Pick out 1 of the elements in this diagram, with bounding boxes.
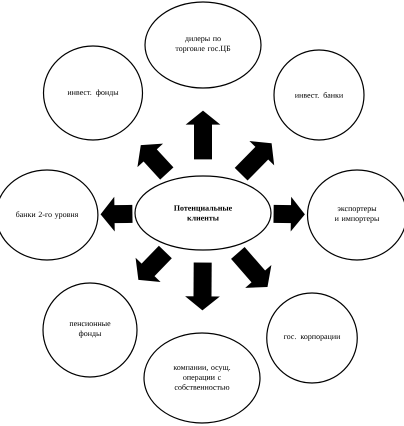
block-arrow: [231, 247, 272, 288]
